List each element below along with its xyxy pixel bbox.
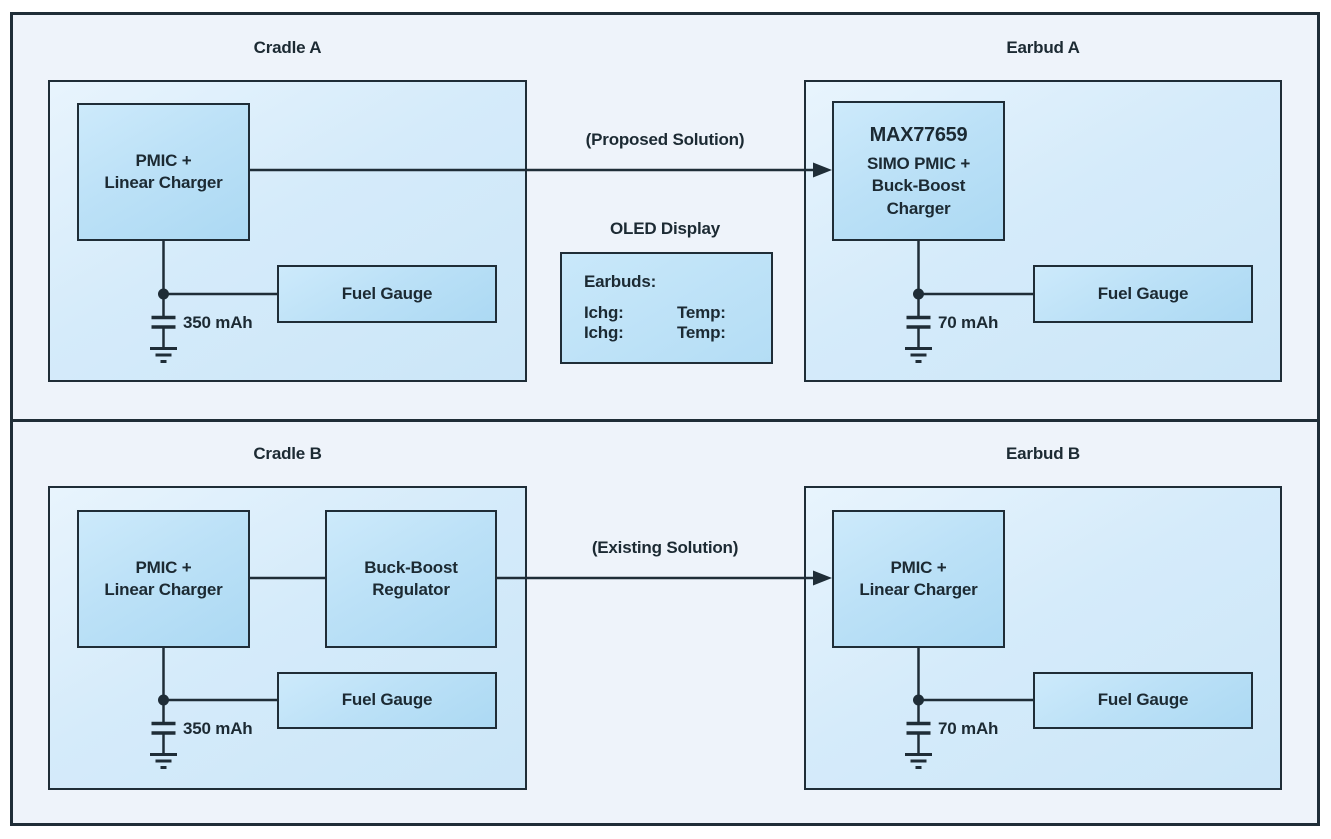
proposed-solution-label: (Proposed Solution) (585, 130, 745, 149)
oled-display-box: Earbuds: Ichg: Temp: Ichg: Temp: (560, 252, 773, 364)
max77659-part-number: MAX77659 (869, 124, 968, 147)
earbud-b-battery-capacity: 70 mAh (938, 719, 999, 738)
oled-ichg-label-2: Ichg: (584, 323, 624, 342)
oled-temp-label-1: Temp: (677, 303, 726, 322)
cradle-b-pmic-linear-charger-block: PMIC + Linear Charger (77, 510, 250, 648)
cradle-a-title: Cradle A (253, 38, 322, 57)
cradle-a-battery-capacity: 350 mAh (183, 313, 253, 332)
earbud-a-max77659-block: MAX77659 SIMO PMIC + Buck-Boost Charger (832, 101, 1005, 241)
earbud-b-title: Earbud B (1006, 444, 1080, 463)
cradle-a-fuel-gauge-block: Fuel Gauge (277, 265, 497, 323)
existing-solution-label: (Existing Solution) (591, 538, 739, 557)
cradle-b-battery-capacity: 350 mAh (183, 719, 253, 738)
cradle-b-fuel-gauge-block: Fuel Gauge (277, 672, 497, 729)
panel-divider (13, 419, 1317, 422)
cradle-a-pmic-linear-charger-block: PMIC + Linear Charger (77, 103, 250, 241)
earbud-b-pmic-linear-charger-block: PMIC + Linear Charger (832, 510, 1005, 648)
earbud-a-title: Earbud A (1006, 38, 1080, 57)
oled-display-title: OLED Display (609, 219, 721, 238)
earbud-b-fuel-gauge-block: Fuel Gauge (1033, 672, 1253, 729)
oled-ichg-label-1: Ichg: (584, 303, 624, 322)
max77659-description: SIMO PMIC + Buck-Boost Charger (866, 154, 971, 218)
earbud-a-battery-capacity: 70 mAh (938, 313, 999, 332)
cradle-b-title: Cradle B (253, 444, 322, 463)
oled-earbuds-label: Earbuds: (584, 272, 657, 291)
oled-temp-label-2: Temp: (677, 323, 726, 342)
earbud-a-fuel-gauge-block: Fuel Gauge (1033, 265, 1253, 323)
cradle-b-buck-boost-regulator-block: Buck-Boost Regulator (325, 510, 497, 648)
